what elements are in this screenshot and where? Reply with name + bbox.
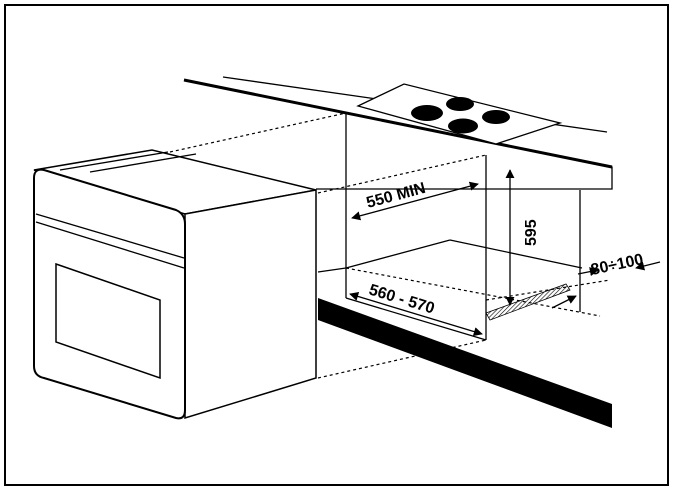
oven — [33, 149, 317, 420]
dimension-cavity-height: 595 — [505, 169, 540, 306]
oven-window — [55, 262, 161, 380]
cabinet-cavity — [317, 113, 583, 341]
label-cavity-width: 560 - 570 — [367, 282, 437, 318]
label-cavity-depth-min: 550 MIN — [365, 180, 428, 212]
burner-front — [448, 118, 478, 134]
burner-left — [411, 105, 443, 121]
ventilation-gap-hatch — [485, 283, 571, 321]
dimension-cavity-depth: 550 MIN — [351, 180, 479, 221]
label-cavity-height: 595 — [523, 219, 540, 246]
dimension-ventilation-gap: 80÷100 — [551, 251, 661, 309]
burner-rear — [446, 97, 474, 111]
frame-border — [4, 4, 669, 486]
plinth-base — [318, 298, 612, 428]
label-ventilation-gap: 80÷100 — [589, 251, 645, 279]
cooktop-hob — [356, 83, 563, 145]
burner-right — [482, 110, 510, 124]
